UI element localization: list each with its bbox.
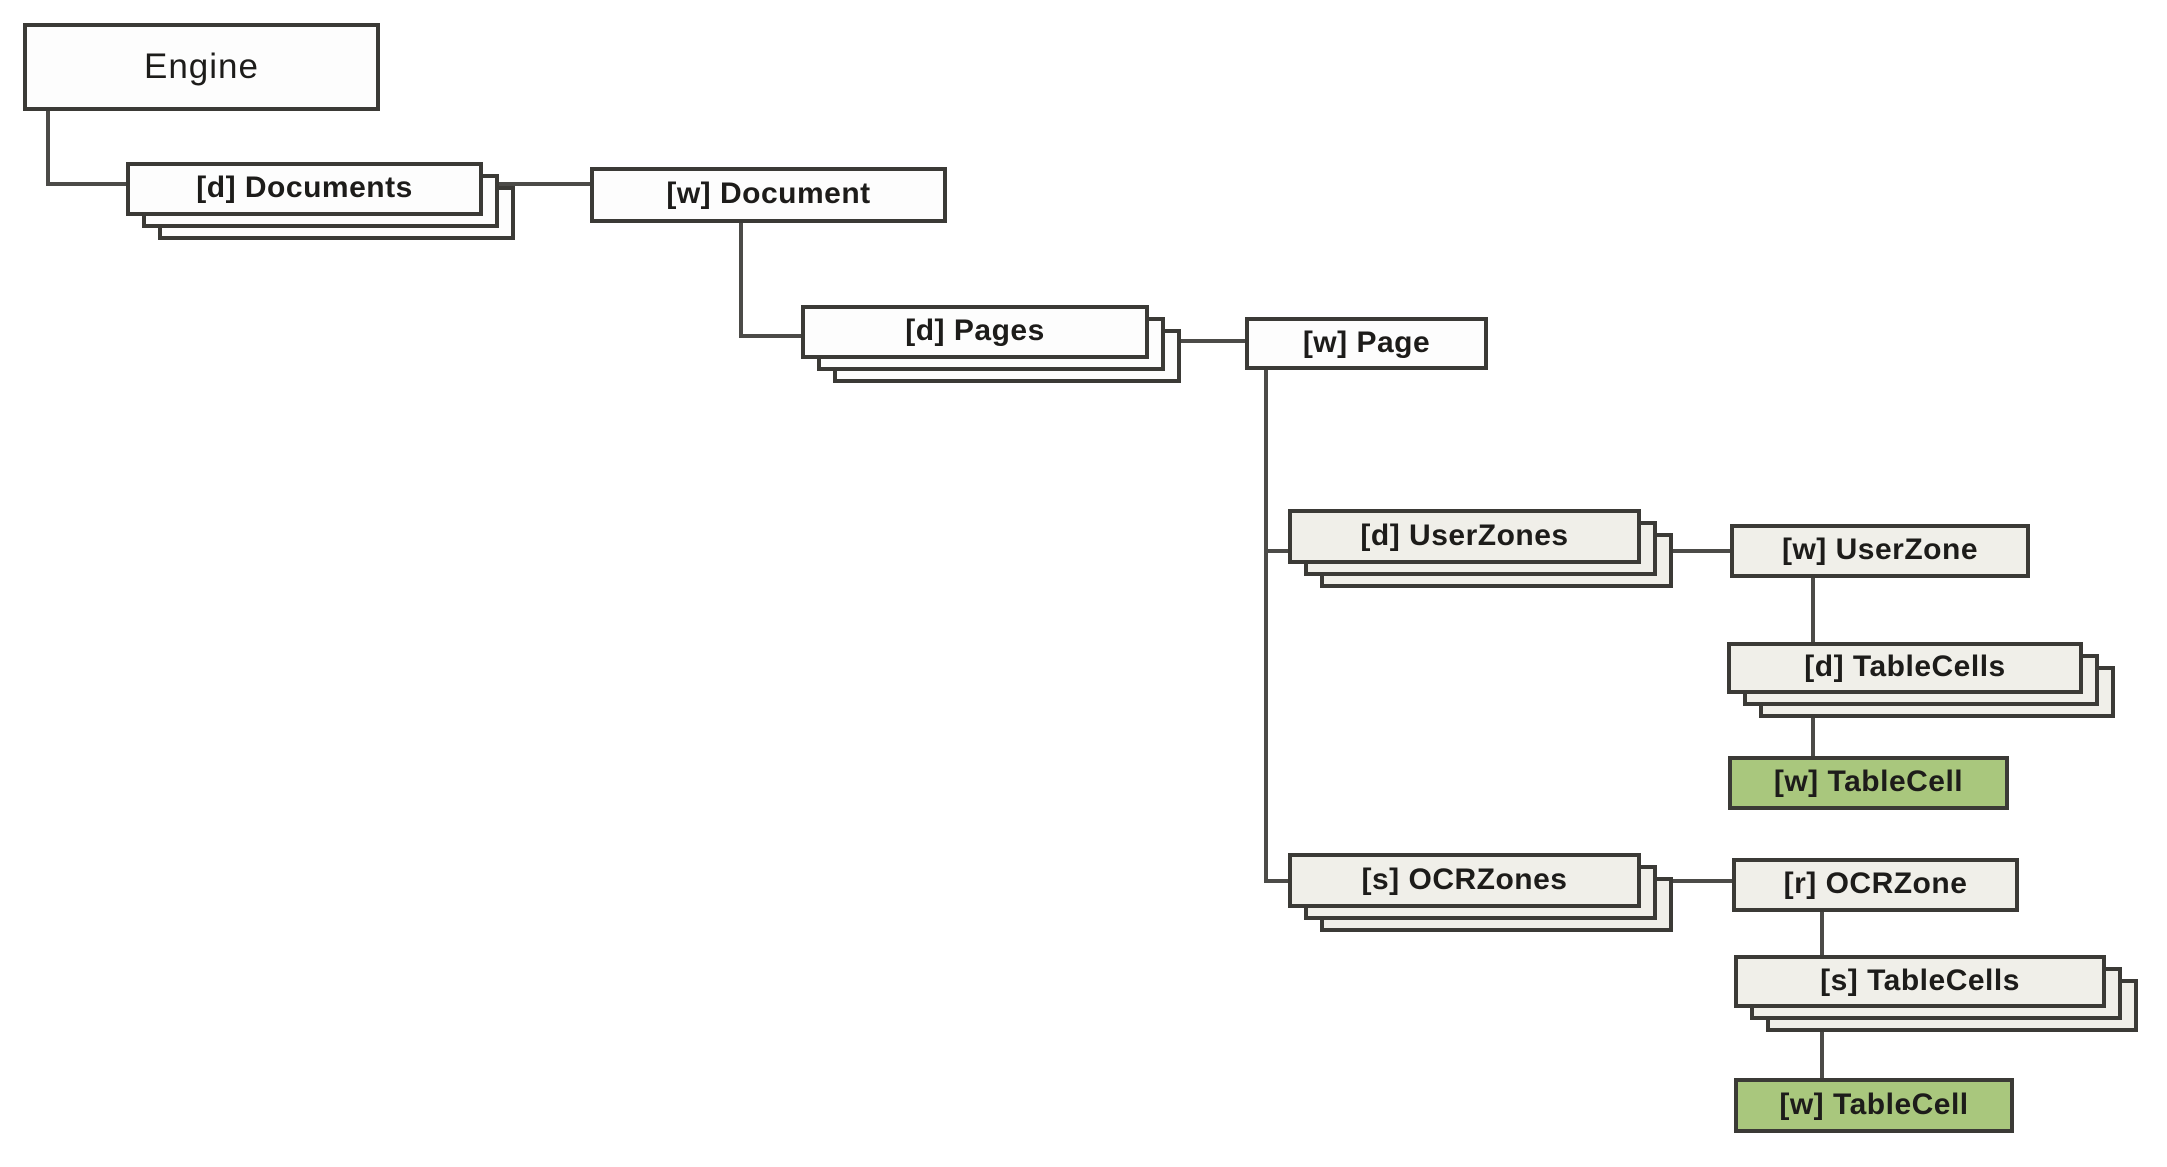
node-ocr-tablecell-label: [w] TableCell <box>1779 1087 1969 1121</box>
node-ocr-tablecells-collection: [s] TableCells <box>1734 955 2138 1032</box>
node-page-label: [w] Page <box>1302 325 1431 359</box>
connector-ocrzones-ocrzone <box>1636 879 1736 883</box>
node-pages-box: [d] Pages <box>801 305 1149 359</box>
node-user-tablecells-collection: [d] TableCells <box>1727 642 2115 718</box>
node-pages-collection: [d] Pages <box>801 305 1181 383</box>
connector-pages-page <box>1150 339 1250 343</box>
node-ocrzones-label: [s] OCRZones <box>1361 862 1568 896</box>
node-ocrzones-box: [s] OCRZones <box>1288 853 1641 908</box>
node-userzone-label: [w] UserZone <box>1781 533 1979 566</box>
connector-document-pages-horizontal <box>739 334 807 338</box>
connector-trunk-userzones <box>1264 549 1294 553</box>
node-document-label: [w] Document <box>666 177 871 210</box>
node-ocrzone: [r] OCRZone <box>1732 858 2019 912</box>
node-user-tablecells-label: [d] TableCells <box>1804 650 2006 683</box>
node-ocr-tablecells-label: [s] TableCells <box>1820 963 2020 997</box>
node-ocrzone-label: [r] OCRZone <box>1783 867 1968 900</box>
node-document: [w] Document <box>590 167 947 223</box>
node-documents-label: [d] Documents <box>196 171 413 204</box>
connector-userzones-userzone <box>1636 549 1734 553</box>
node-page: [w] Page <box>1245 317 1488 370</box>
connector-document-pages-vertical <box>739 220 743 338</box>
node-ocr-tablecells-box: [s] TableCells <box>1734 955 2106 1008</box>
node-user-tablecell-label: [w] TableCell <box>1773 765 1964 798</box>
connector-documents-document <box>480 182 592 186</box>
node-userzone: [w] UserZone <box>1730 524 2030 578</box>
node-documents-box: [d] Documents <box>126 162 483 216</box>
node-userzones-box: [d] UserZones <box>1288 509 1641 564</box>
connector-userzone-tablecells <box>1811 575 1815 645</box>
node-ocrzones-collection: [s] OCRZones <box>1288 853 1673 932</box>
connector-engine-documents-vertical <box>46 108 50 186</box>
node-engine: Engine <box>23 23 380 111</box>
node-documents-collection: [d] Documents <box>126 162 515 240</box>
node-user-tablecells-box: [d] TableCells <box>1727 642 2083 694</box>
connector-tablecells-tablecell-ocr <box>1820 1005 1824 1081</box>
connector-ocrzone-tablecells <box>1820 908 1824 958</box>
node-ocr-tablecell: [w] TableCell <box>1734 1078 2014 1133</box>
node-engine-label: Engine <box>144 46 259 86</box>
node-userzones-collection: [d] UserZones <box>1288 509 1673 588</box>
node-user-tablecell: [w] TableCell <box>1728 756 2009 810</box>
node-userzones-label: [d] UserZones <box>1360 518 1569 552</box>
connector-engine-documents-horizontal <box>46 182 130 186</box>
node-pages-label: [d] Pages <box>905 314 1045 347</box>
connector-tablecells-tablecell-user <box>1811 692 1815 760</box>
connector-page-trunk <box>1264 366 1268 883</box>
connector-trunk-ocrzones <box>1264 879 1294 883</box>
